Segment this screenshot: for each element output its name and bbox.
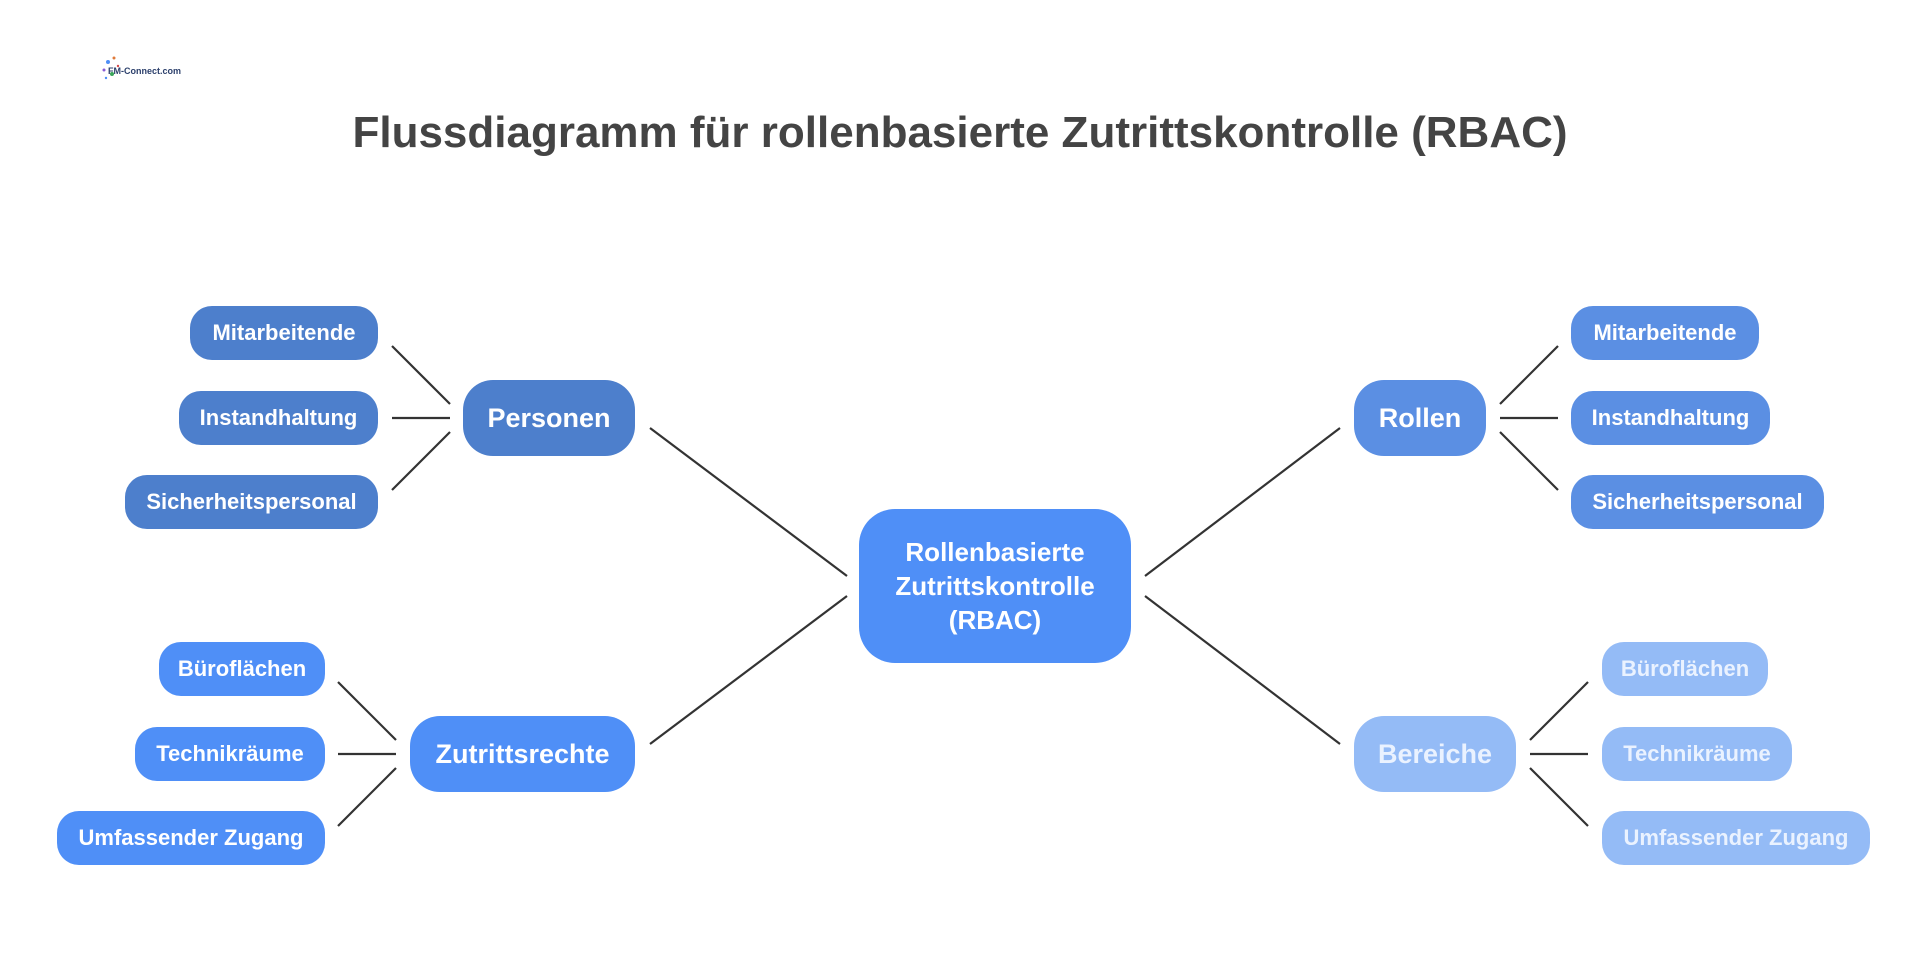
leaf-label: Mitarbeitende	[1593, 320, 1737, 345]
leaf-zutrittsrechte-technikraume: Technikräume	[135, 727, 325, 781]
leaf-label: Instandhaltung	[199, 405, 358, 430]
edge-center-rollen	[1144, 427, 1341, 577]
branch-rollen-label: Rollen	[1378, 402, 1462, 433]
edge-center-bereiche	[1144, 595, 1341, 745]
leaf-label: Umfassender Zugang	[78, 825, 304, 850]
leaf-label: Büroflächen	[177, 656, 307, 681]
leaf-bereiche-umfassender-zugang: Umfassender Zugang	[1602, 811, 1870, 865]
fm-connect-logo	[102, 56, 120, 80]
leaf-bereiche-technikraume: Technikräume	[1602, 727, 1792, 781]
leaf-personen-sicherheitspersonal: Sicherheitspersonal	[125, 475, 378, 529]
leaf-zutrittsrechte-buroflachen: Büroflächen	[159, 642, 325, 696]
leaf-bereiche-buroflachen: Büroflächen	[1602, 642, 1768, 696]
leaf-label: Instandhaltung	[1591, 405, 1750, 430]
leaf-label: Sicherheitspersonal	[1592, 489, 1803, 514]
leaf-label: Mitarbeitende	[212, 320, 356, 345]
edge-zutrittsrechte-buroflachen	[337, 681, 397, 741]
leaf-label: Umfassender Zugang	[1623, 825, 1849, 850]
diagram-title: Flussdiagramm für rollenbasierte Zutritt…	[352, 108, 1568, 157]
leaf-rollen-sicherheitspersonal: Sicherheitspersonal	[1571, 475, 1824, 529]
branch-zutrittsrechte-label: Zutrittsrechte	[435, 738, 610, 769]
edge-rollen-mitarbeitende	[1499, 345, 1559, 405]
leaf-personen-instandhaltung: Instandhaltung	[179, 391, 378, 445]
edge-bereiche-buroflachen	[1529, 681, 1589, 741]
branch-personen-label: Personen	[487, 402, 611, 433]
edge-personen-sicherheitspersonal	[391, 431, 451, 491]
edge-personen-mitarbeitende	[391, 345, 451, 405]
edge-center-personen	[649, 427, 848, 577]
branch-bereiche-label: Bereiche	[1377, 738, 1493, 769]
edge-rollen-sicherheitspersonal	[1499, 431, 1559, 491]
leaf-label: Technikräume	[1623, 741, 1771, 766]
branch-personen: Personen	[463, 380, 635, 456]
branch-zutrittsrechte: Zutrittsrechte	[410, 716, 635, 792]
edge-center-zutrittsrechte	[649, 595, 848, 745]
center-node: Rollenbasierte Zutrittskontrolle (RBAC)	[859, 509, 1131, 663]
leaf-rollen-instandhaltung: Instandhaltung	[1571, 391, 1770, 445]
logo-text: FM-Connect.com	[108, 66, 181, 76]
branch-rollen: Rollen	[1354, 380, 1486, 456]
leaf-label: Technikräume	[156, 741, 304, 766]
edge-zutrittsrechte-umfassender-zugang	[337, 767, 397, 827]
leaf-rollen-mitarbeitende: Mitarbeitende	[1571, 306, 1759, 360]
leaf-label: Sicherheitspersonal	[146, 489, 357, 514]
branch-bereiche: Bereiche	[1354, 716, 1516, 792]
center-node-label: Rollenbasierte Zutrittskontrolle (RBAC)	[895, 537, 1095, 635]
leaf-zutrittsrechte-umfassender-zugang: Umfassender Zugang	[57, 811, 325, 865]
edge-bereiche-umfassender-zugang	[1529, 767, 1589, 827]
leaf-label: Büroflächen	[1620, 656, 1750, 681]
leaf-personen-mitarbeitende: Mitarbeitende	[190, 306, 378, 360]
